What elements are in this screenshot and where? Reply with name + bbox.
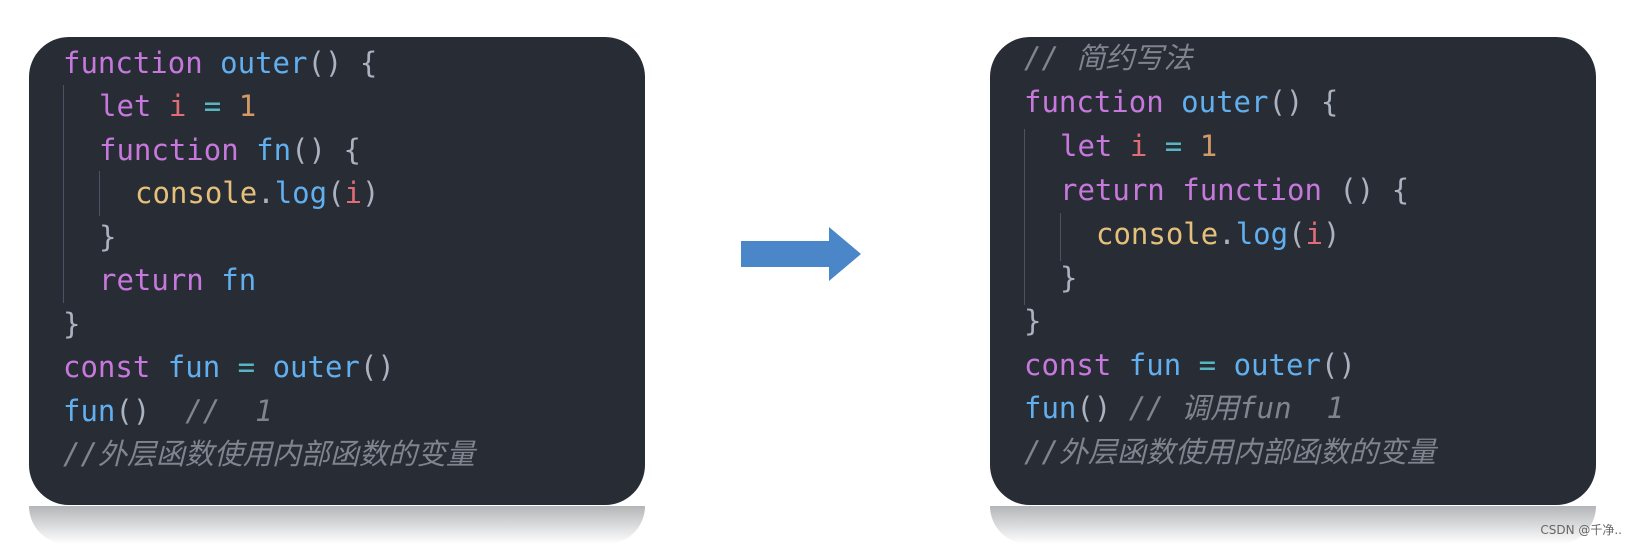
code-line-7: const fun = outer(): [1024, 346, 1356, 384]
function-name: log: [1235, 217, 1289, 251]
operator: =: [237, 350, 256, 384]
panel-reflection: [990, 506, 1596, 544]
code-line-8: const fun = outer(): [63, 348, 395, 386]
comment: // 调用fun 1: [1128, 391, 1344, 425]
code-line-3: return function () {: [1060, 171, 1409, 209]
code-line-1: function outer() {: [1024, 83, 1338, 121]
code-line-8: fun() // 调用fun 1: [1024, 389, 1344, 427]
punctuation: (): [1339, 173, 1375, 207]
code-line-3: function fn() {: [99, 131, 361, 169]
punctuation: .: [1218, 217, 1236, 251]
operator: =: [1164, 129, 1183, 163]
comment: // 1: [185, 394, 273, 428]
punctuation: (): [291, 133, 326, 167]
keyword: function: [1182, 173, 1322, 207]
object: console: [1096, 217, 1219, 251]
function-name: outer: [272, 350, 360, 384]
punctuation: (): [1268, 85, 1304, 119]
variable: i: [168, 89, 187, 123]
keyword: let: [99, 89, 152, 123]
object: console: [135, 176, 258, 210]
code-line-9: fun() // 1: [63, 392, 273, 430]
code-line-6: }: [1024, 304, 1042, 338]
code-line-1: function outer() {: [63, 44, 377, 82]
variable: i: [344, 176, 363, 210]
punctuation: ): [362, 176, 380, 210]
keyword: function: [63, 46, 203, 80]
keyword: function: [99, 133, 239, 167]
keyword: const: [63, 350, 151, 384]
code-line-4: console.log(i): [135, 174, 379, 212]
punctuation: (): [307, 46, 343, 80]
keyword: let: [1060, 129, 1113, 163]
keyword: const: [1024, 348, 1112, 382]
punctuation: (: [327, 176, 345, 210]
function-name: fun: [63, 394, 116, 428]
punctuation: {: [343, 133, 361, 167]
punctuation: (): [1320, 348, 1356, 382]
indent-guide: [1024, 129, 1025, 305]
keyword: return: [99, 263, 204, 297]
punctuation: (): [115, 394, 151, 428]
punctuation: {: [1320, 85, 1339, 119]
code-line-4: console.log(i): [1096, 215, 1340, 253]
code-line-6: return fn: [99, 261, 256, 299]
punctuation: {: [1391, 173, 1410, 207]
keyword: function: [1024, 85, 1164, 119]
punctuation: (): [1076, 391, 1112, 425]
code-line-5: }: [1060, 261, 1078, 295]
variable: fun: [167, 350, 221, 384]
function-name: outer: [220, 46, 308, 80]
code-panel-right: // 简约写法 function outer() { let i = 1 ret…: [990, 37, 1596, 505]
punctuation: {: [359, 46, 378, 80]
punctuation: (: [1288, 217, 1306, 251]
watermark: CSDN @千净..: [1540, 523, 1622, 537]
function-name: fn: [256, 133, 292, 167]
right-arrow-icon: [741, 227, 861, 281]
punctuation: .: [257, 176, 275, 210]
code-panel-left: function outer() { let i = 1 function fn…: [29, 37, 645, 505]
punctuation: (): [359, 350, 395, 384]
code-line-2: let i = 1: [99, 87, 256, 125]
variable: i: [1129, 129, 1148, 163]
indent-guide: [63, 85, 64, 303]
number: 1: [238, 89, 257, 123]
variable: fun: [1128, 348, 1182, 382]
operator: =: [203, 89, 222, 123]
function-name: outer: [1233, 348, 1321, 382]
code-line-10: //外层函数使用内部函数的变量: [63, 437, 475, 471]
function-name: fn: [221, 263, 257, 297]
variable: i: [1305, 217, 1324, 251]
indent-guide: [99, 171, 100, 216]
indent-guide: [1060, 213, 1061, 261]
code-line-2: let i = 1: [1060, 127, 1217, 165]
panel-reflection: [29, 506, 645, 544]
function-name: log: [274, 176, 328, 210]
code-line-0: // 简约写法: [1024, 41, 1193, 75]
keyword: return: [1060, 173, 1165, 207]
function-name: outer: [1181, 85, 1269, 119]
function-name: fun: [1024, 391, 1077, 425]
number: 1: [1199, 129, 1218, 163]
punctuation: ): [1323, 217, 1341, 251]
code-line-7: }: [63, 307, 81, 341]
code-line-5: }: [99, 220, 117, 254]
operator: =: [1198, 348, 1217, 382]
code-line-9: //外层函数使用内部函数的变量: [1024, 435, 1436, 469]
